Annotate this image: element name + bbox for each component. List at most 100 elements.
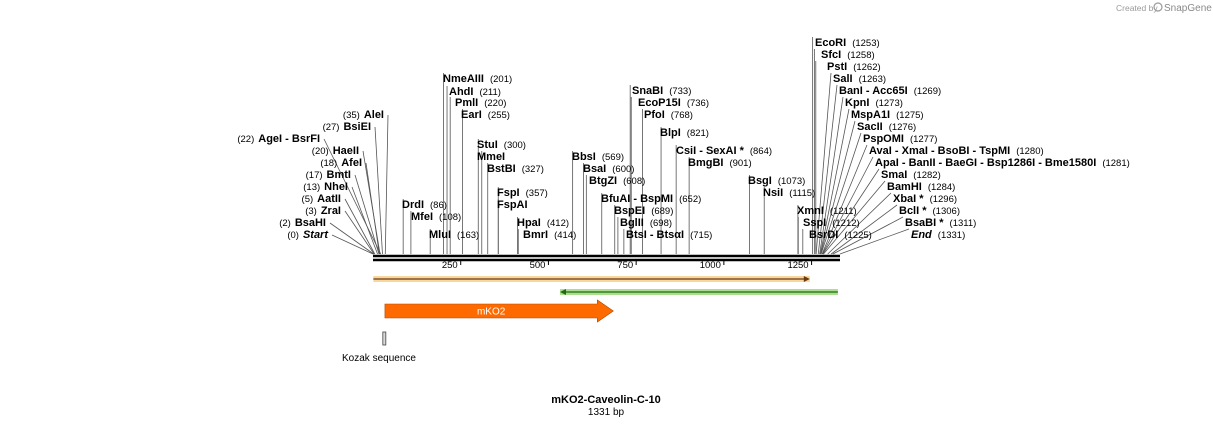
site-leader xyxy=(374,126,383,255)
enzyme-label: ZraI xyxy=(321,205,341,217)
enzyme-label: BclI * xyxy=(899,205,927,217)
enzyme-position: (821) xyxy=(687,128,709,139)
enzyme-label: FspI xyxy=(497,187,520,199)
enzyme-position: (1211) xyxy=(830,206,857,217)
enzyme-label: NmeAIII xyxy=(443,73,484,85)
enzyme-label: SspI xyxy=(803,217,826,229)
enzyme-label: PfoI xyxy=(644,109,665,121)
enzyme-label: SmaI xyxy=(881,169,907,181)
feature-label: mKO2 xyxy=(477,307,506,318)
enzyme-position: (412) xyxy=(547,218,569,229)
site-leader xyxy=(344,210,375,255)
enzyme-label: BsaI xyxy=(583,163,606,175)
enzyme-label: Start xyxy=(303,229,329,241)
enzyme-label: BfuAI - BspMI xyxy=(601,193,673,205)
enzyme-position: (1284) xyxy=(928,182,955,193)
enzyme-position: (2) xyxy=(279,218,291,229)
enzyme-label: MmeI xyxy=(477,151,505,163)
enzyme-label: AatII xyxy=(317,193,341,205)
enzyme-position: (1296) xyxy=(930,194,957,205)
enzyme-label: DrdI xyxy=(402,199,424,211)
feature-label: Kozak sequence xyxy=(342,353,416,364)
enzyme-position: (600) xyxy=(612,164,634,175)
enzyme-label: CsiI - SexAI * xyxy=(676,145,745,157)
tick-label: 750 xyxy=(617,260,633,271)
enzyme-position: (608) xyxy=(623,176,645,187)
enzyme-label: BglII xyxy=(620,217,644,229)
enzyme-position: (768) xyxy=(671,110,693,121)
enzyme-position: (652) xyxy=(679,194,701,205)
enzyme-label: EcoRI xyxy=(815,37,846,49)
enzyme-position: (1262) xyxy=(853,62,880,73)
enzyme-position: (1073) xyxy=(778,176,805,187)
site-leader xyxy=(832,216,904,255)
enzyme-position: (35) xyxy=(343,110,360,121)
enzyme-position: (698) xyxy=(650,218,672,229)
site-leader xyxy=(815,72,832,255)
enzyme-label: AvaI - XmaI - BsoBI - TspMI xyxy=(869,145,1010,157)
enzyme-position: (300) xyxy=(504,140,526,151)
credit-prefix: Created by xyxy=(1116,3,1158,13)
site-leader xyxy=(344,198,376,255)
enzyme-label: BsrDI xyxy=(809,229,838,241)
site-leader xyxy=(354,174,380,255)
enzyme-label: NsiI xyxy=(763,187,783,199)
enzyme-label: EcoP15I xyxy=(638,97,681,109)
enzyme-label: BtsI - BtsαI xyxy=(626,229,684,241)
site-leader xyxy=(820,132,862,255)
map-title: mKO2-Caveolin-C-10 xyxy=(551,394,660,406)
enzyme-label: BmgBI xyxy=(688,157,723,169)
enzyme-position: (1273) xyxy=(875,98,902,109)
enzyme-position: (1331) xyxy=(938,230,965,241)
site-leader xyxy=(819,96,844,255)
credit-brand: SnapGene xyxy=(1164,3,1212,14)
enzyme-label: BsaHI xyxy=(295,217,326,229)
enzyme-position: (1281) xyxy=(1102,158,1129,169)
enzyme-position: (1311) xyxy=(950,218,977,229)
enzyme-label: SacII xyxy=(857,121,883,133)
enzyme-position: (414) xyxy=(554,230,576,241)
tick-label: 250 xyxy=(442,260,458,271)
site-leader xyxy=(323,138,382,255)
enzyme-position: (1258) xyxy=(847,50,874,61)
enzyme-label: BanI - Acc65I xyxy=(839,85,908,97)
enzyme-position: (1275) xyxy=(896,110,923,121)
enzyme-label: AfeI xyxy=(341,157,362,169)
enzyme-position: (13) xyxy=(303,182,320,193)
enzyme-label: MfeI xyxy=(411,211,433,223)
enzyme-label: XmnI xyxy=(797,205,824,217)
enzyme-label: BamHI xyxy=(887,181,922,193)
enzyme-position: (27) xyxy=(323,122,340,133)
sequence-backbone xyxy=(373,254,840,262)
enzyme-position: (864) xyxy=(750,146,772,157)
enzyme-label: EarI xyxy=(461,109,482,121)
enzyme-label: BlpI xyxy=(660,127,681,139)
site-leader xyxy=(839,228,910,255)
enzyme-position: (18) xyxy=(320,158,337,169)
enzyme-labels: Start(0)BsaHI(2)ZraI(3)AatII(5)NheI(13)B… xyxy=(237,37,1129,241)
enzyme-label: KpnI xyxy=(845,97,869,109)
map-length: 1331 bp xyxy=(588,407,625,418)
enzyme-label: MluI xyxy=(429,229,451,241)
enzyme-position: (0) xyxy=(287,230,299,241)
enzyme-label: SnaBI xyxy=(632,85,663,97)
enzyme-position: (108) xyxy=(439,212,461,223)
enzyme-position: (201) xyxy=(490,74,512,85)
enzyme-position: (211) xyxy=(479,87,500,98)
enzyme-label: MspA1I xyxy=(851,109,890,121)
snapgene-logo-icon xyxy=(1153,2,1163,12)
enzyme-label: PspOMI xyxy=(863,133,904,145)
enzyme-position: (1253) xyxy=(852,38,879,49)
feature-box xyxy=(382,331,387,346)
site-leader xyxy=(820,120,856,255)
feature-arrow xyxy=(384,299,614,323)
site-leader xyxy=(823,180,886,255)
enzyme-label: AleI xyxy=(364,109,384,121)
enzyme-position: (1115) xyxy=(789,188,815,199)
enzyme-label: BmrI xyxy=(523,229,548,241)
tick-label: 1000 xyxy=(700,260,721,271)
enzyme-label: BstBI xyxy=(487,163,516,175)
enzyme-position: (5) xyxy=(302,194,314,205)
